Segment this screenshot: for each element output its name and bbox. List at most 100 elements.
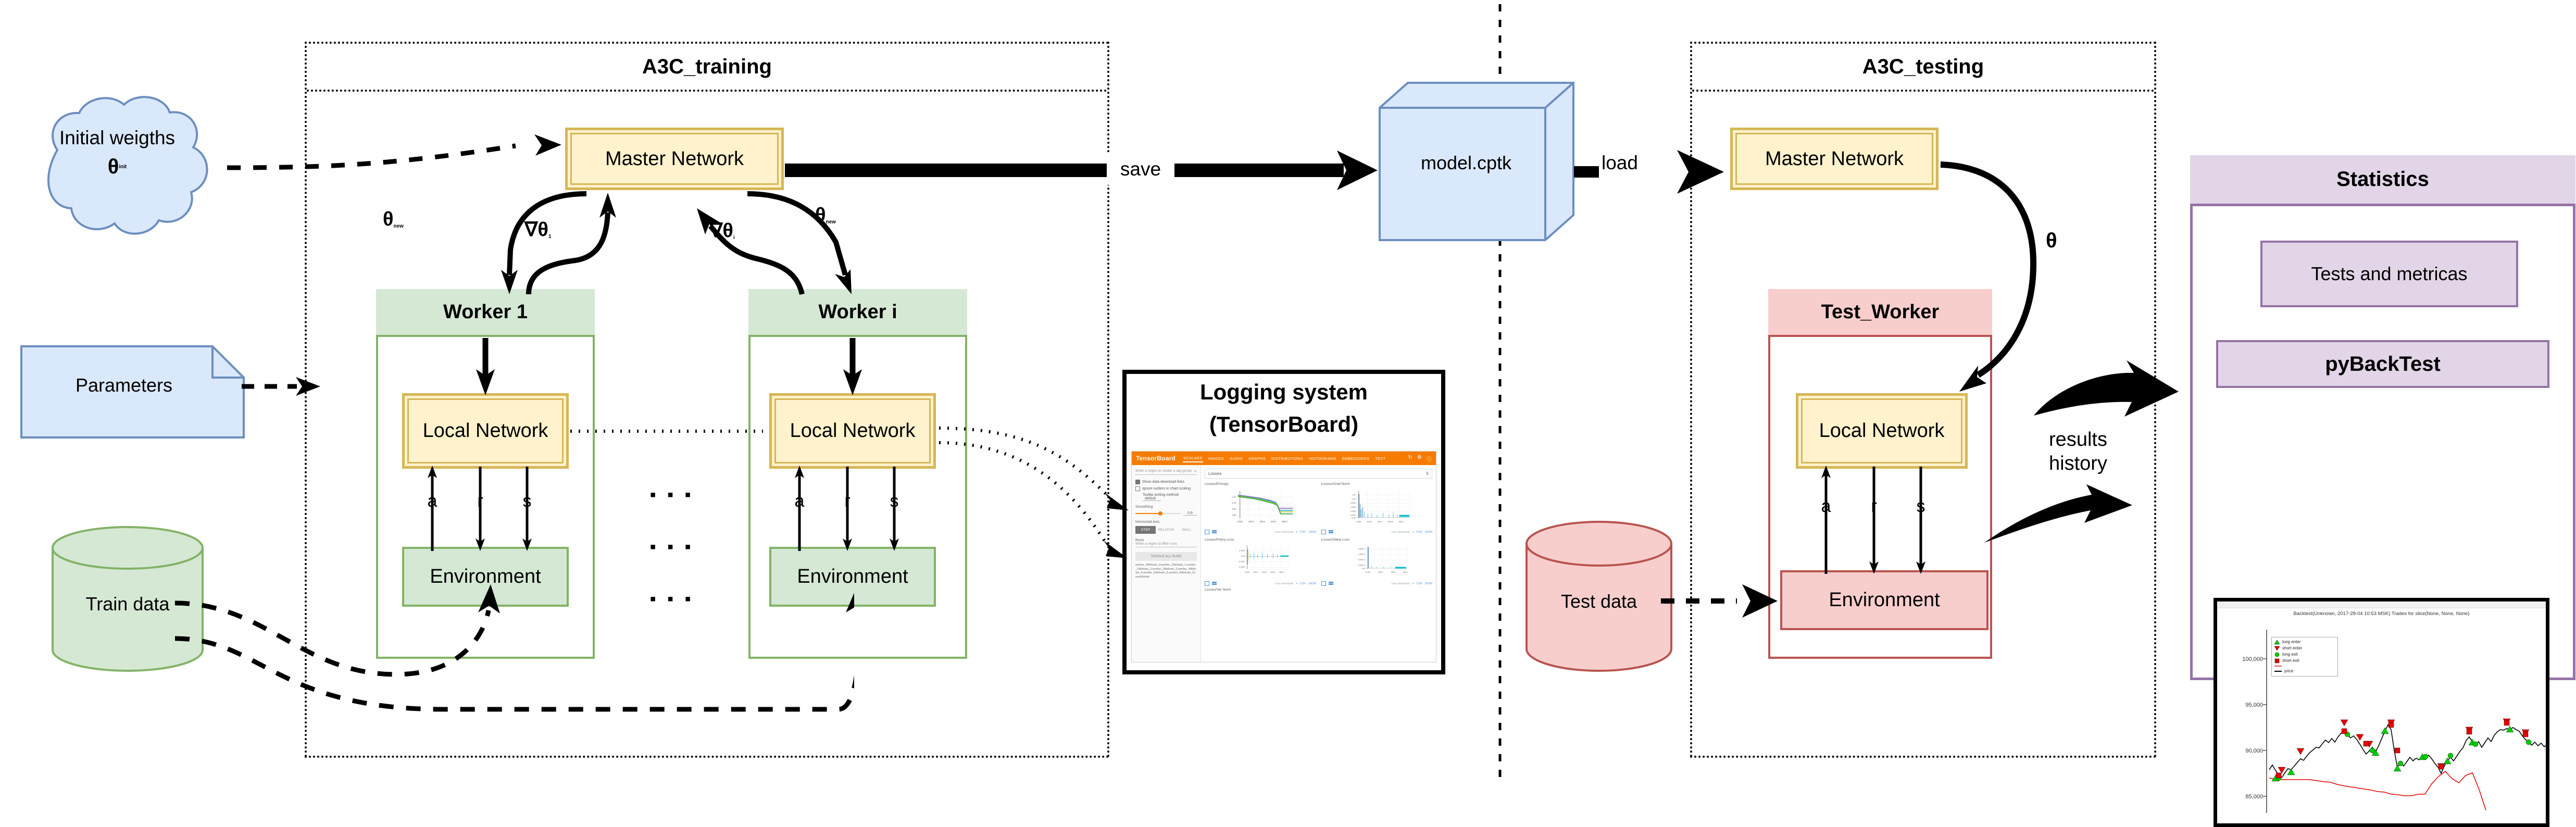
test-signal-s: s [1916,496,1925,516]
smoothing-slider[interactable]: 0.6 [1135,511,1197,516]
line-black-icon [2274,671,2282,672]
backtest-plot: 100,000 95,000 90,000 85,000 [2242,630,2546,813]
refresh-icon[interactable]: ↻ [1408,454,1413,460]
expand-icon[interactable] [1205,530,1209,534]
tab-audio[interactable]: AUDIO [1230,456,1243,461]
chart-footer-entropy[interactable]: runs download ▾ CSV JSON [1205,530,1316,534]
json-link[interactable]: JSON [1308,530,1316,534]
chevron-down-icon[interactable]: ▾ [1412,582,1414,585]
menu-icon[interactable] [1212,582,1217,585]
tensorboard-nav[interactable]: SCALARS IMAGES AUDIO GRAPHS DISTRIBUTION… [1183,455,1386,462]
toggle-all-runs-button[interactable]: TOGGLE ALL RUNS [1135,552,1197,561]
chevron-down-icon[interactable]: ▾ [1296,530,1298,534]
menu-icon[interactable] [1328,530,1333,534]
gear-icon[interactable]: ⚙ [1417,454,1422,460]
horizontal-axis-tabs[interactable]: STEP RELATIVE WALL [1135,526,1197,534]
chart-title-varnorm: Losses/Var Norm [1205,588,1231,592]
worker1-grad-label: ∇θ1 [524,219,552,241]
svg-text:600.0: 600.0 [1391,571,1395,573]
chevron-down-icon[interactable]: ▾ [1296,582,1298,585]
backtest-legend: long enter short enter long exit short e… [2271,637,2338,676]
tooltip-sorting-row[interactable]: Tooltip sorting method: default [1143,493,1197,501]
tab-text[interactable]: TEXT [1375,456,1386,461]
menu-icon[interactable] [1328,582,1333,585]
arrow-master-to-worker1-theta [501,191,587,294]
csv-link[interactable]: CSV [1300,582,1306,585]
arrow-parameters-to-training [242,377,320,396]
tensorboard-screenshot[interactable]: TensorBoard SCALARS IMAGES AUDIO GRAPHS … [1131,451,1436,662]
svg-text:400.0: 400.0 [1377,520,1383,523]
svg-text:200.0: 200.0 [1378,571,1383,573]
chart-footer-gradnorm[interactable]: runs download ▾ CSV JSON [1321,530,1432,534]
expand-icon[interactable] [1321,530,1326,534]
json-link[interactable]: JSON [1424,530,1432,534]
checkbox-ignore-outliers-label: Ignore outliers in chart scaling [1142,487,1191,491]
chevron-down-icon[interactable]: ▾ [1412,530,1414,534]
runs-filter-placeholder: Write a regex to filter runs [1135,542,1178,546]
chart-card-gradnorm: Losses/Grad Norm [1321,482,1432,534]
chart-footer-policyloss[interactable]: runs download ▾ CSV JSON [1205,581,1316,586]
svg-text:800.0: 800.0 [1398,520,1404,523]
chart-footer-valueloss[interactable]: runs download ▾ CSV JSON [1321,581,1432,586]
test-worker-signal-arrows [1821,466,1925,574]
checkbox-show-download-links[interactable]: Show data download links [1135,480,1197,484]
svg-text:900.0: 900.0 [1403,571,1407,573]
a3c-training-group [305,42,1109,758]
test-worker-local-network[interactable]: Local Network [1796,393,1968,469]
runs-filter-field[interactable]: Write a regex to filter runs [1135,542,1197,547]
master-network-testing[interactable]: Master Network [1730,128,1939,190]
smoothing-value[interactable]: 0.6 [1183,511,1197,516]
triangle-down-icon [2274,646,2280,651]
tab-scalars[interactable]: SCALARS [1183,455,1203,462]
slider-knob[interactable] [1158,511,1162,516]
svg-text:0.200: 0.200 [1350,514,1356,517]
arrow-workeri-to-master-grad [697,208,805,295]
json-link[interactable]: JSON [1308,582,1316,585]
tab-graphs[interactable]: GRAPHS [1248,456,1266,461]
close-icon[interactable]: ✕ [1194,470,1197,473]
pybacktest-title-box[interactable]: pyBackTest [2216,340,2549,388]
worker-i-local-network[interactable]: Local Network [769,393,936,469]
checkbox-show-download-links-label: Show data download links [1142,480,1184,484]
runs-label: Runs [1135,538,1144,542]
svg-text:1.10: 1.10 [1232,502,1236,504]
svg-text:0.800: 0.800 [1350,502,1356,504]
svg-text:4.000e-4: 4.000e-4 [1358,565,1365,567]
backtest-chart-screenshot[interactable]: Backtest(Unknown, 2017-28-04 10:53 MSK) … [2214,598,2549,827]
circle-icon [2274,652,2280,657]
tests-and-metrics-box[interactable]: Tests and metricas [2260,241,2518,307]
csv-link[interactable]: CSV [1300,530,1306,534]
tab-histograms[interactable]: HISTOGRAMS [1309,456,1336,461]
axis-option-step[interactable]: STEP [1135,526,1156,534]
losses-group-header[interactable]: Losses 5 [1205,469,1432,479]
help-icon[interactable]: ⓘ [1427,456,1432,462]
tab-images[interactable]: IMAGES [1208,456,1224,461]
expand-icon[interactable] [1321,581,1326,586]
chart-title-gradnorm: Losses/Grad Norm [1321,482,1350,486]
csv-link[interactable]: CSV [1416,530,1422,534]
svg-text:100,000: 100,000 [2242,656,2263,662]
tooltip-sorting-value[interactable]: default [1143,497,1161,501]
test-signal-r: r [1871,496,1877,516]
worker-1-local-network[interactable]: Local Network [402,393,569,469]
runs-list: worker_0/tb/train_0,worker_1/tb/train_1,… [1135,563,1196,579]
model-checkpoint-box [1379,82,1574,241]
tag-regex-field[interactable]: Write a regex to create a tag group ✕ [1135,469,1197,475]
json-link[interactable]: JSON [1424,582,1432,585]
a3c-testing-title-separator [1692,90,2154,92]
slider-track[interactable] [1135,511,1181,516]
expand-icon[interactable] [1205,581,1209,586]
csv-link[interactable]: CSV [1416,582,1422,585]
svg-text:200.0: 200.0 [1248,520,1254,523]
tab-distributions[interactable]: DISTRIBUTIONS [1271,456,1304,461]
menu-icon[interactable] [1212,530,1217,534]
tab-embeddings[interactable]: EMBEDDINGS [1342,456,1370,461]
test-worker-environment[interactable]: Environment [1780,570,1989,630]
axis-option-relative[interactable]: RELATIVE [1158,528,1174,532]
axis-option-wall[interactable]: WALL [1182,528,1192,532]
master-network-training[interactable]: Master Network [565,128,784,190]
tensorboard-topbar-icons[interactable]: ↻ ⚙ ⓘ [1408,455,1432,462]
backtest-toolbar [2217,602,2546,608]
checkbox-ignore-outliers[interactable]: Ignore outliers in chart scaling [1135,486,1197,491]
